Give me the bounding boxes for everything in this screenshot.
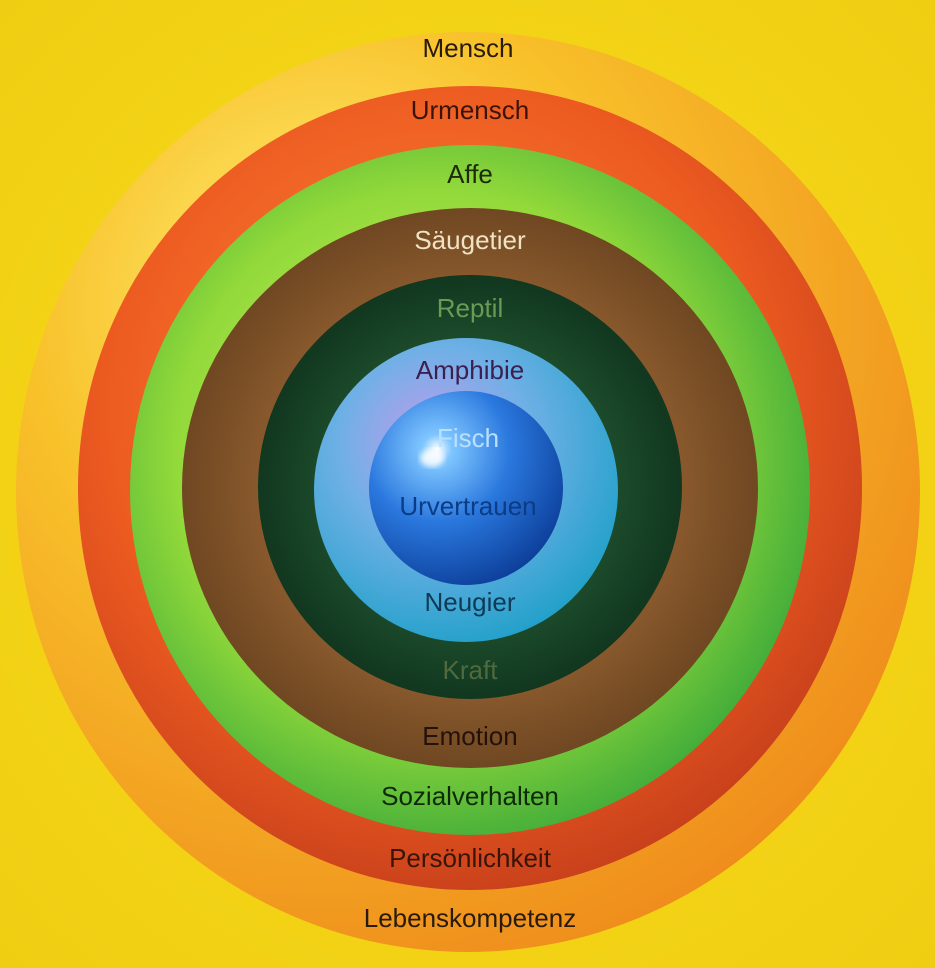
label-affe: Affe	[447, 159, 493, 189]
label-kraft: Kraft	[443, 655, 499, 685]
ring-fisch	[369, 391, 563, 585]
label-saeugetier: Säugetier	[414, 225, 526, 255]
label-emotion: Emotion	[422, 721, 517, 751]
label-amphibie: Amphibie	[416, 355, 524, 385]
label-neugier: Neugier	[424, 587, 515, 617]
label-urvertrauen: Urvertrauen	[399, 491, 536, 521]
label-lebenskompetenz: Lebenskompetenz	[364, 903, 576, 933]
label-urmensch: Urmensch	[411, 95, 529, 125]
label-reptil: Reptil	[437, 293, 503, 323]
label-fisch: Fisch	[437, 423, 499, 453]
highlight-glint	[420, 449, 444, 467]
label-sozialverhalten: Sozialverhalten	[381, 781, 559, 811]
label-mensch: Mensch	[422, 33, 513, 63]
label-persoenlichkeit: Persönlichkeit	[389, 843, 552, 873]
